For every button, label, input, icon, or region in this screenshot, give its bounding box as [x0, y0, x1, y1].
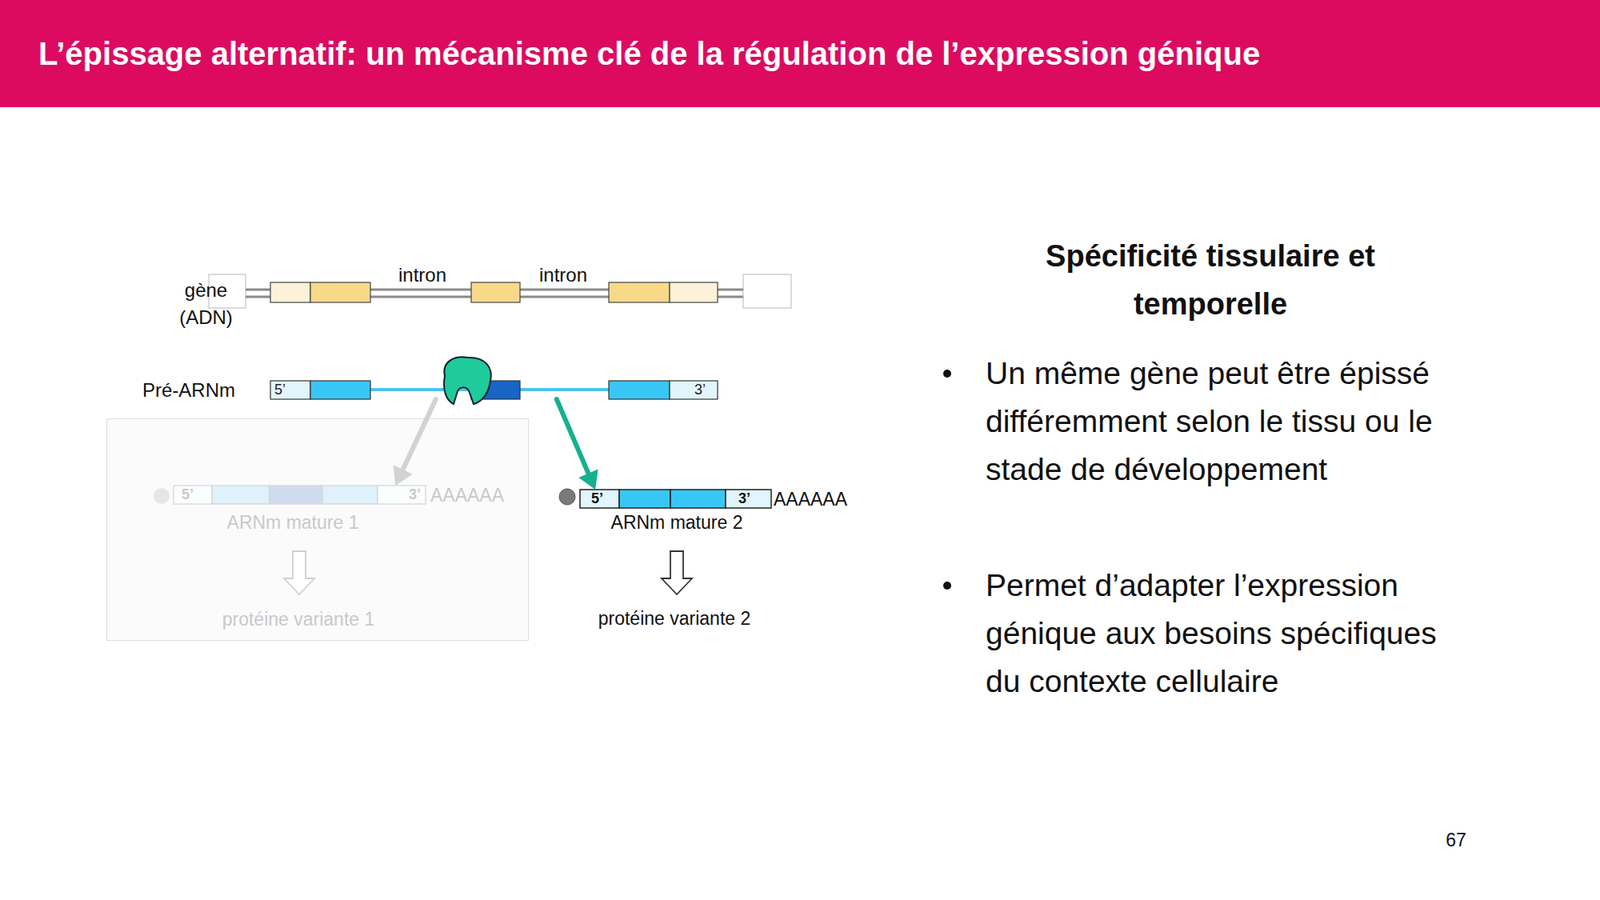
- exon-segment: [212, 485, 270, 504]
- strip-caption: ARNm mature 2: [572, 511, 781, 534]
- translation-arrow: [661, 551, 692, 595]
- arrow-head: [578, 469, 598, 490]
- translation-arrow: [284, 551, 315, 595]
- exon-segment: [269, 485, 323, 504]
- end-label: 3’: [694, 380, 716, 400]
- exon-segment: [471, 282, 520, 303]
- polya-tail: AAAAAA: [430, 484, 527, 507]
- bullet-text: Permet d’adapter l’expression génique au…: [985, 561, 1462, 706]
- intron-label: intron: [523, 263, 604, 288]
- mrna-strip: 5’3’AAAAAAARNm mature 1: [173, 485, 426, 504]
- exon-segment: [608, 282, 670, 303]
- title-band: L’épissage alternatif: un mécanisme clé …: [0, 0, 1600, 108]
- cap-symbol: [559, 488, 576, 505]
- bullet-dot: [943, 369, 952, 378]
- connector-line: [556, 399, 589, 476]
- utr-segment: [669, 282, 718, 303]
- arrow-head: [393, 464, 413, 486]
- end-label: 5’: [181, 485, 203, 504]
- exon-segment: [310, 282, 371, 303]
- end-label: 5’: [274, 380, 296, 400]
- strip-label: Pré-ARNm: [142, 378, 255, 402]
- utr-segment: [669, 380, 718, 400]
- protein-label: protéine variante 2: [554, 607, 795, 630]
- utr-segment: [580, 489, 620, 508]
- connector-line: [402, 399, 436, 472]
- exon-segment: [310, 380, 371, 400]
- end-label: 3’: [738, 489, 760, 508]
- section-heading: Spécificité tissulaire et temporelle: [974, 232, 1447, 328]
- slide-title: L’épissage alternatif: un mécanisme clé …: [38, 34, 1260, 73]
- bullet-text: Un même gène peut être épissé différemme…: [985, 349, 1462, 494]
- strip-caption: ARNm mature 1: [188, 511, 397, 534]
- utr-segment: [270, 282, 311, 303]
- mrna-strip: 5’3’AAAAAAARNm mature 2: [580, 489, 772, 508]
- exon-segment: [322, 485, 378, 504]
- polya-tail: AAAAAA: [773, 488, 870, 511]
- utr-segment: [173, 485, 212, 504]
- exon-segment: [608, 380, 670, 400]
- page-number: 67: [1432, 828, 1480, 852]
- exon-segment: [670, 489, 726, 508]
- exon-segment: [619, 489, 671, 508]
- protein-label: protéine variante 1: [178, 608, 419, 631]
- utr-segment: [725, 489, 772, 508]
- faded-panel: protéine variante 15’3’AAAAAAARNm mature…: [106, 418, 529, 641]
- utr-segment: [270, 380, 311, 400]
- splicing-factor: [444, 356, 492, 404]
- gene-strip: gène (ADN): [172, 272, 792, 320]
- intron-label: intron: [382, 263, 463, 288]
- flank-box: [743, 274, 792, 308]
- strip-label: gène (ADN): [172, 276, 240, 332]
- bullet-dot: [943, 581, 952, 590]
- cap-symbol: [153, 488, 170, 504]
- end-label: 3’: [408, 485, 430, 504]
- pre-mrna-strip: Pré-ARNm5’3’: [270, 380, 718, 400]
- panel-fill: [106, 418, 529, 641]
- end-label: 5’: [591, 489, 612, 508]
